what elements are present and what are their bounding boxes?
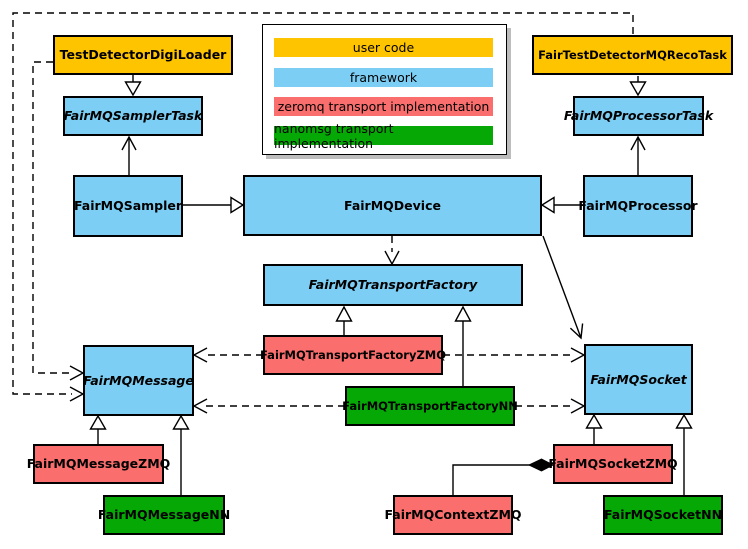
open-arrowhead-icon — [192, 398, 208, 414]
node-fair-test-detector-mq-reco-task: FairTestDetectorMQRecoTask — [532, 35, 733, 75]
node-fairmq-socket: FairMQSocket — [584, 344, 693, 415]
composition-link-socketzmq-to-contextzmq — [452, 458, 555, 495]
inheritance-arrow-messagenn-to-message — [172, 414, 190, 495]
inheritance-arrow-socketzmq-to-socket — [585, 413, 603, 444]
open-arrowhead-icon — [384, 250, 400, 266]
legend-item-user-code: user code — [274, 38, 493, 57]
hollow-triangle-icon — [675, 413, 693, 429]
association-arrow-processor-to-processortask — [630, 135, 646, 175]
node-fairmq-device: FairMQDevice — [243, 175, 542, 236]
hollow-triangle-icon — [335, 305, 353, 322]
hollow-triangle-icon — [230, 196, 245, 214]
legend: user code framework zeromq transport imp… — [262, 24, 507, 155]
hollow-triangle-icon — [172, 414, 190, 430]
inheritance-arrow-factoryzmq-to-transportfactory — [335, 305, 353, 335]
association-arrow-sampler-to-samplertask — [121, 135, 137, 175]
open-arrowhead-icon — [569, 323, 584, 340]
hollow-triangle-icon — [629, 81, 647, 97]
inheritance-arrow-messagezmq-to-message — [89, 414, 107, 444]
legend-item-zeromq-transport: zeromq transport implementation — [274, 97, 493, 116]
dependency-arrow-factorynn-to-socket — [515, 398, 586, 414]
dependency-arrow-factorynn-to-message — [192, 398, 345, 414]
node-fairmq-processor: FairMQProcessor — [578, 175, 698, 237]
node-fairmq-transport-factory-zmq: FairMQTransportFactoryZMQ — [260, 335, 446, 375]
legend-item-nanomsg-transport: nanomsg transport implementation — [274, 121, 493, 151]
inheritance-arrow-recotask-to-processortask — [629, 76, 647, 97]
node-fairmq-transport-factory-nn: FairMQTransportFactoryNN — [342, 386, 518, 426]
node-fairmq-socket-zmq: FairMQSocketZMQ — [548, 444, 678, 484]
association-arrow-device-to-socket — [542, 235, 584, 340]
node-fairmq-message-zmq: FairMQMessageZMQ — [27, 444, 170, 484]
node-fairmq-transport-factory: FairMQTransportFactory — [263, 264, 523, 306]
node-fairmq-message: FairMQMessage — [83, 345, 194, 416]
hollow-triangle-icon — [585, 413, 603, 429]
open-arrowhead-icon — [570, 347, 586, 363]
hollow-triangle-icon — [124, 81, 142, 97]
open-arrowhead-icon — [630, 135, 646, 151]
filled-diamond-icon — [527, 458, 555, 472]
open-arrowhead-icon — [69, 365, 85, 381]
legend-item-framework: framework — [274, 68, 493, 87]
inheritance-arrow-socketnn-to-socket — [675, 413, 693, 495]
inheritance-arrow-sampler-to-device — [183, 196, 245, 214]
node-fairmq-sampler-task: FairMQSamplerTask — [63, 96, 203, 136]
node-test-detector-digi-loader: TestDetectorDigiLoader — [53, 35, 233, 75]
node-fairmq-processor-task: FairMQProcessorTask — [564, 96, 713, 136]
open-arrowhead-icon — [570, 398, 586, 414]
hollow-triangle-icon — [454, 305, 472, 322]
open-arrowhead-icon — [121, 135, 137, 151]
inheritance-arrow-digiloader-to-samplertask — [124, 75, 142, 97]
node-fairmq-message-nn: FairMQMessageNN — [98, 495, 230, 535]
open-arrowhead-icon — [192, 347, 208, 363]
dependency-arrow-factoryzmq-to-socket — [443, 347, 586, 363]
node-fairmq-context-zmq: FairMQContextZMQ — [384, 495, 522, 535]
dependency-arrow-device-to-transportfactory — [384, 236, 400, 266]
dependency-arrow-factoryzmq-to-message — [192, 347, 263, 363]
hollow-triangle-icon — [89, 414, 107, 430]
inheritance-arrow-factorynn-to-transportfactory — [454, 305, 472, 386]
node-fairmq-sampler: FairMQSampler — [73, 175, 183, 237]
hollow-triangle-icon — [540, 196, 555, 214]
inheritance-arrow-processor-to-device — [540, 196, 583, 214]
node-fairmq-socket-nn: FairMQSocketNN — [603, 495, 723, 535]
